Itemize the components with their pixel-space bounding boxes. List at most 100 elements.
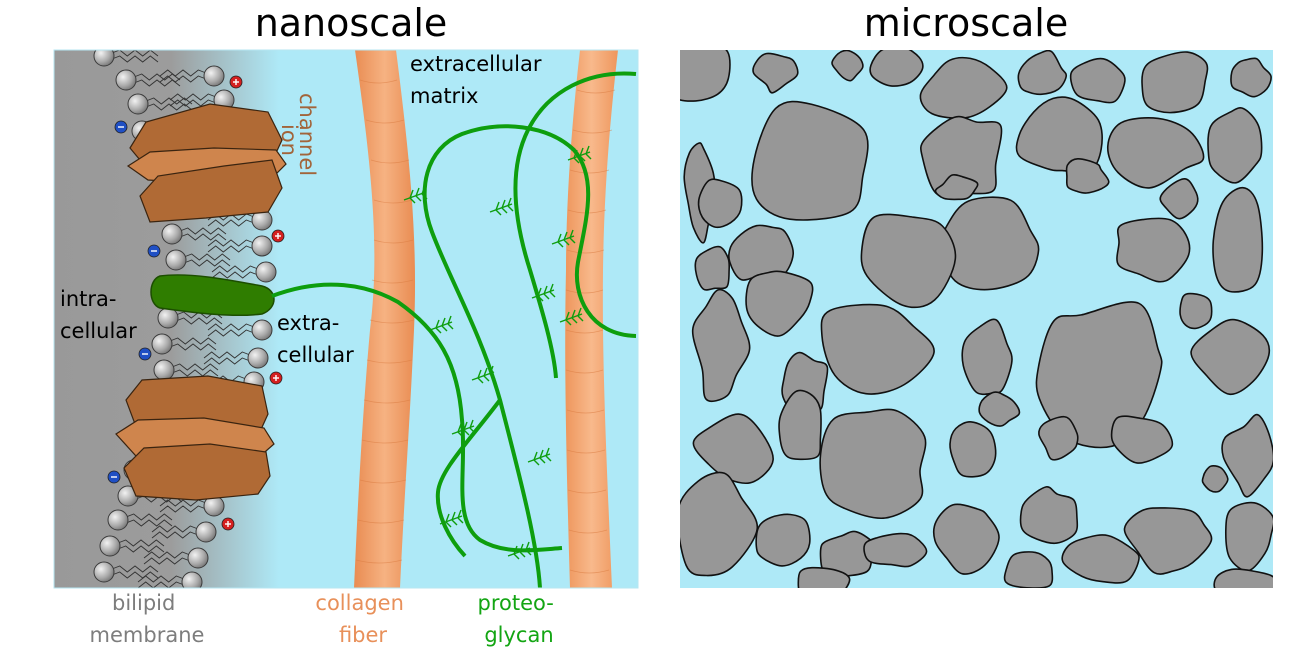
cell — [778, 389, 822, 461]
lipid-tail — [111, 55, 159, 63]
cell — [1179, 292, 1213, 330]
lipid-tail — [171, 369, 219, 377]
glycan-tuft-icon — [489, 197, 514, 216]
lipid-head-icon — [187, 547, 209, 569]
lipid-tail — [183, 259, 231, 267]
cell — [860, 213, 957, 309]
glycan-tuft-icon — [471, 365, 496, 384]
microscale-panel — [680, 50, 1273, 588]
proteoglycan-chain-4 — [435, 398, 502, 558]
lipid-tail — [203, 357, 251, 365]
cell — [752, 52, 799, 94]
lipid-head-icon — [161, 223, 183, 245]
ions — [107, 75, 285, 531]
label-proteoglycan-line-2: glycan — [484, 623, 553, 647]
plus-sign-icon — [225, 521, 231, 527]
glycan-tuft-icon — [567, 145, 592, 164]
cell — [691, 288, 751, 403]
lipid-tail — [137, 581, 185, 588]
lipid-head-icon — [153, 359, 175, 381]
lipid-head-icon — [93, 561, 115, 583]
cell — [755, 513, 811, 567]
lipid-head-icon — [247, 347, 269, 369]
cell — [1116, 217, 1191, 283]
title-microscale: microscale — [864, 1, 1068, 45]
cell — [1019, 486, 1079, 545]
plus-sign-icon — [273, 375, 279, 381]
label-extracellular-line-1: extra- — [277, 311, 339, 335]
glycan-tuft-icon — [559, 307, 584, 326]
cell — [1069, 57, 1126, 104]
proteoglycan-chain-1 — [271, 282, 563, 553]
glycan-tuft-icon — [451, 419, 476, 438]
cell — [697, 178, 743, 229]
cell — [1065, 157, 1110, 194]
label-ion-channel-2: channel — [295, 93, 319, 176]
lipid-tail — [143, 551, 191, 559]
cell — [797, 566, 851, 588]
label-bilipid-membrane-line-2: membrane — [90, 623, 205, 647]
lipid-tail — [159, 75, 207, 83]
lipid-tail — [207, 239, 255, 247]
cell — [1110, 415, 1174, 464]
cell — [1106, 117, 1205, 189]
label-proteoglycan-line-1: proteo- — [477, 591, 553, 615]
lipid-tail — [151, 531, 199, 539]
lipid-head-icon — [93, 50, 115, 67]
lipid-tail — [179, 233, 227, 241]
cell — [1061, 534, 1140, 584]
lipid-head-icon — [195, 521, 217, 543]
lipid-head-icon — [165, 249, 187, 271]
cell — [869, 50, 924, 87]
label-collagen-fiber: collagen fiber — [315, 591, 410, 647]
lipid-tail — [159, 505, 207, 513]
lipid-tail — [207, 219, 255, 227]
lipid-tail — [137, 575, 185, 583]
lipid-tail — [207, 323, 255, 331]
lipid-tail — [175, 317, 223, 325]
label-extracellular-matrix-line-2: matrix — [410, 84, 478, 108]
lipid-tail — [207, 329, 255, 337]
cell — [694, 245, 731, 291]
lipid-tail — [169, 343, 217, 351]
label-extracellular-line-2: cellular — [277, 343, 354, 367]
collagen-fiber-1 — [354, 50, 416, 588]
label-extracellular-matrix: extracellular matrix — [410, 52, 548, 108]
lipid-head-icon — [127, 93, 149, 115]
cell — [1159, 178, 1199, 220]
glycan-tuft-icon — [507, 541, 532, 560]
cell — [863, 532, 928, 568]
glycan-tuft-icon — [527, 447, 552, 466]
cell — [1017, 50, 1068, 96]
cell — [919, 56, 1008, 120]
proteoglycan-chain-2 — [422, 124, 637, 588]
lipid-head-icon — [107, 509, 129, 531]
lipid-head-icon — [99, 535, 121, 557]
label-bilipid-membrane-line-1: bilipid — [112, 591, 175, 615]
lipid-tail — [159, 69, 207, 77]
label-collagen-fiber-line-2: fiber — [339, 623, 387, 647]
ion-channel-top — [126, 103, 287, 223]
lipid-tail — [171, 363, 219, 371]
glycan-tufts — [403, 145, 592, 560]
label-intracellular-line-1: intra- — [60, 287, 116, 311]
cells — [680, 50, 1273, 588]
lipid-tail — [151, 525, 199, 533]
lipid-tail — [117, 539, 165, 547]
label-intracellular: intra- cellular — [60, 287, 137, 343]
label-ion-channel-line-2: channel — [295, 93, 319, 176]
lipid-head-icon — [251, 235, 273, 257]
cell — [680, 50, 731, 102]
cell — [751, 100, 869, 221]
lipid-tail — [211, 271, 259, 279]
lipid-tail — [179, 227, 227, 235]
label-collagen-fiber-line-1: collagen — [315, 591, 404, 615]
cell — [1224, 501, 1273, 572]
cell — [933, 503, 1000, 575]
label-ion-channel-line-1: ion — [277, 124, 301, 156]
lipid-tail — [203, 351, 251, 359]
cell — [819, 530, 877, 578]
cell — [978, 391, 1021, 427]
cell — [1003, 551, 1054, 588]
lipid-tail — [145, 103, 193, 111]
